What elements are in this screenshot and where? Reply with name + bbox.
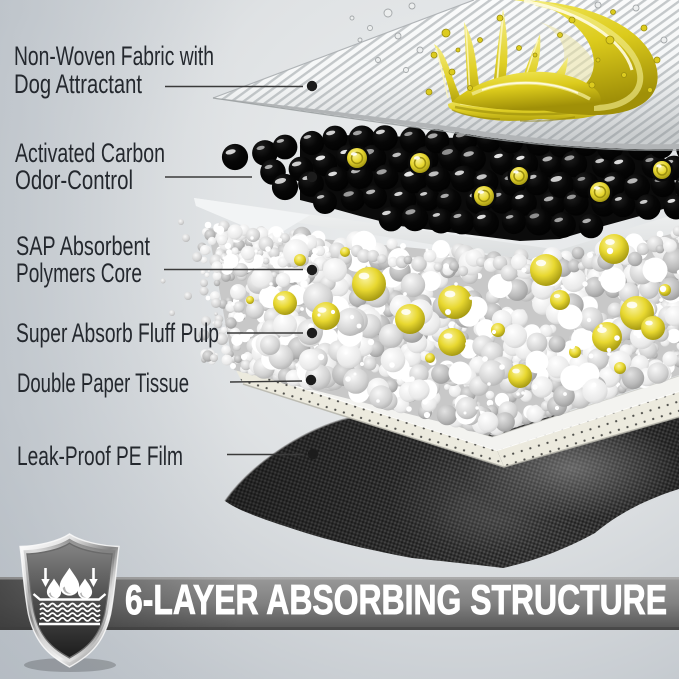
svg-text:Polymers Core: Polymers Core	[16, 258, 142, 288]
svg-text:Double Paper Tissue: Double Paper Tissue	[17, 368, 189, 398]
svg-text:Non-Woven Fabric with: Non-Woven Fabric with	[14, 41, 214, 71]
svg-text:Odor-Control: Odor-Control	[15, 165, 133, 195]
svg-text:Activated Carbon: Activated Carbon	[15, 138, 165, 168]
svg-text:Dog Attractant: Dog Attractant	[14, 69, 142, 99]
svg-text:6-LAYER ABSORBING STRUCTURE: 6-LAYER ABSORBING STRUCTURE	[125, 576, 667, 623]
svg-text:Leak-Proof PE Film: Leak-Proof PE Film	[17, 441, 183, 471]
svg-text:Super Absorb Fluff Pulp: Super Absorb Fluff Pulp	[16, 318, 219, 348]
svg-text:SAP Absorbent: SAP Absorbent	[16, 231, 150, 261]
